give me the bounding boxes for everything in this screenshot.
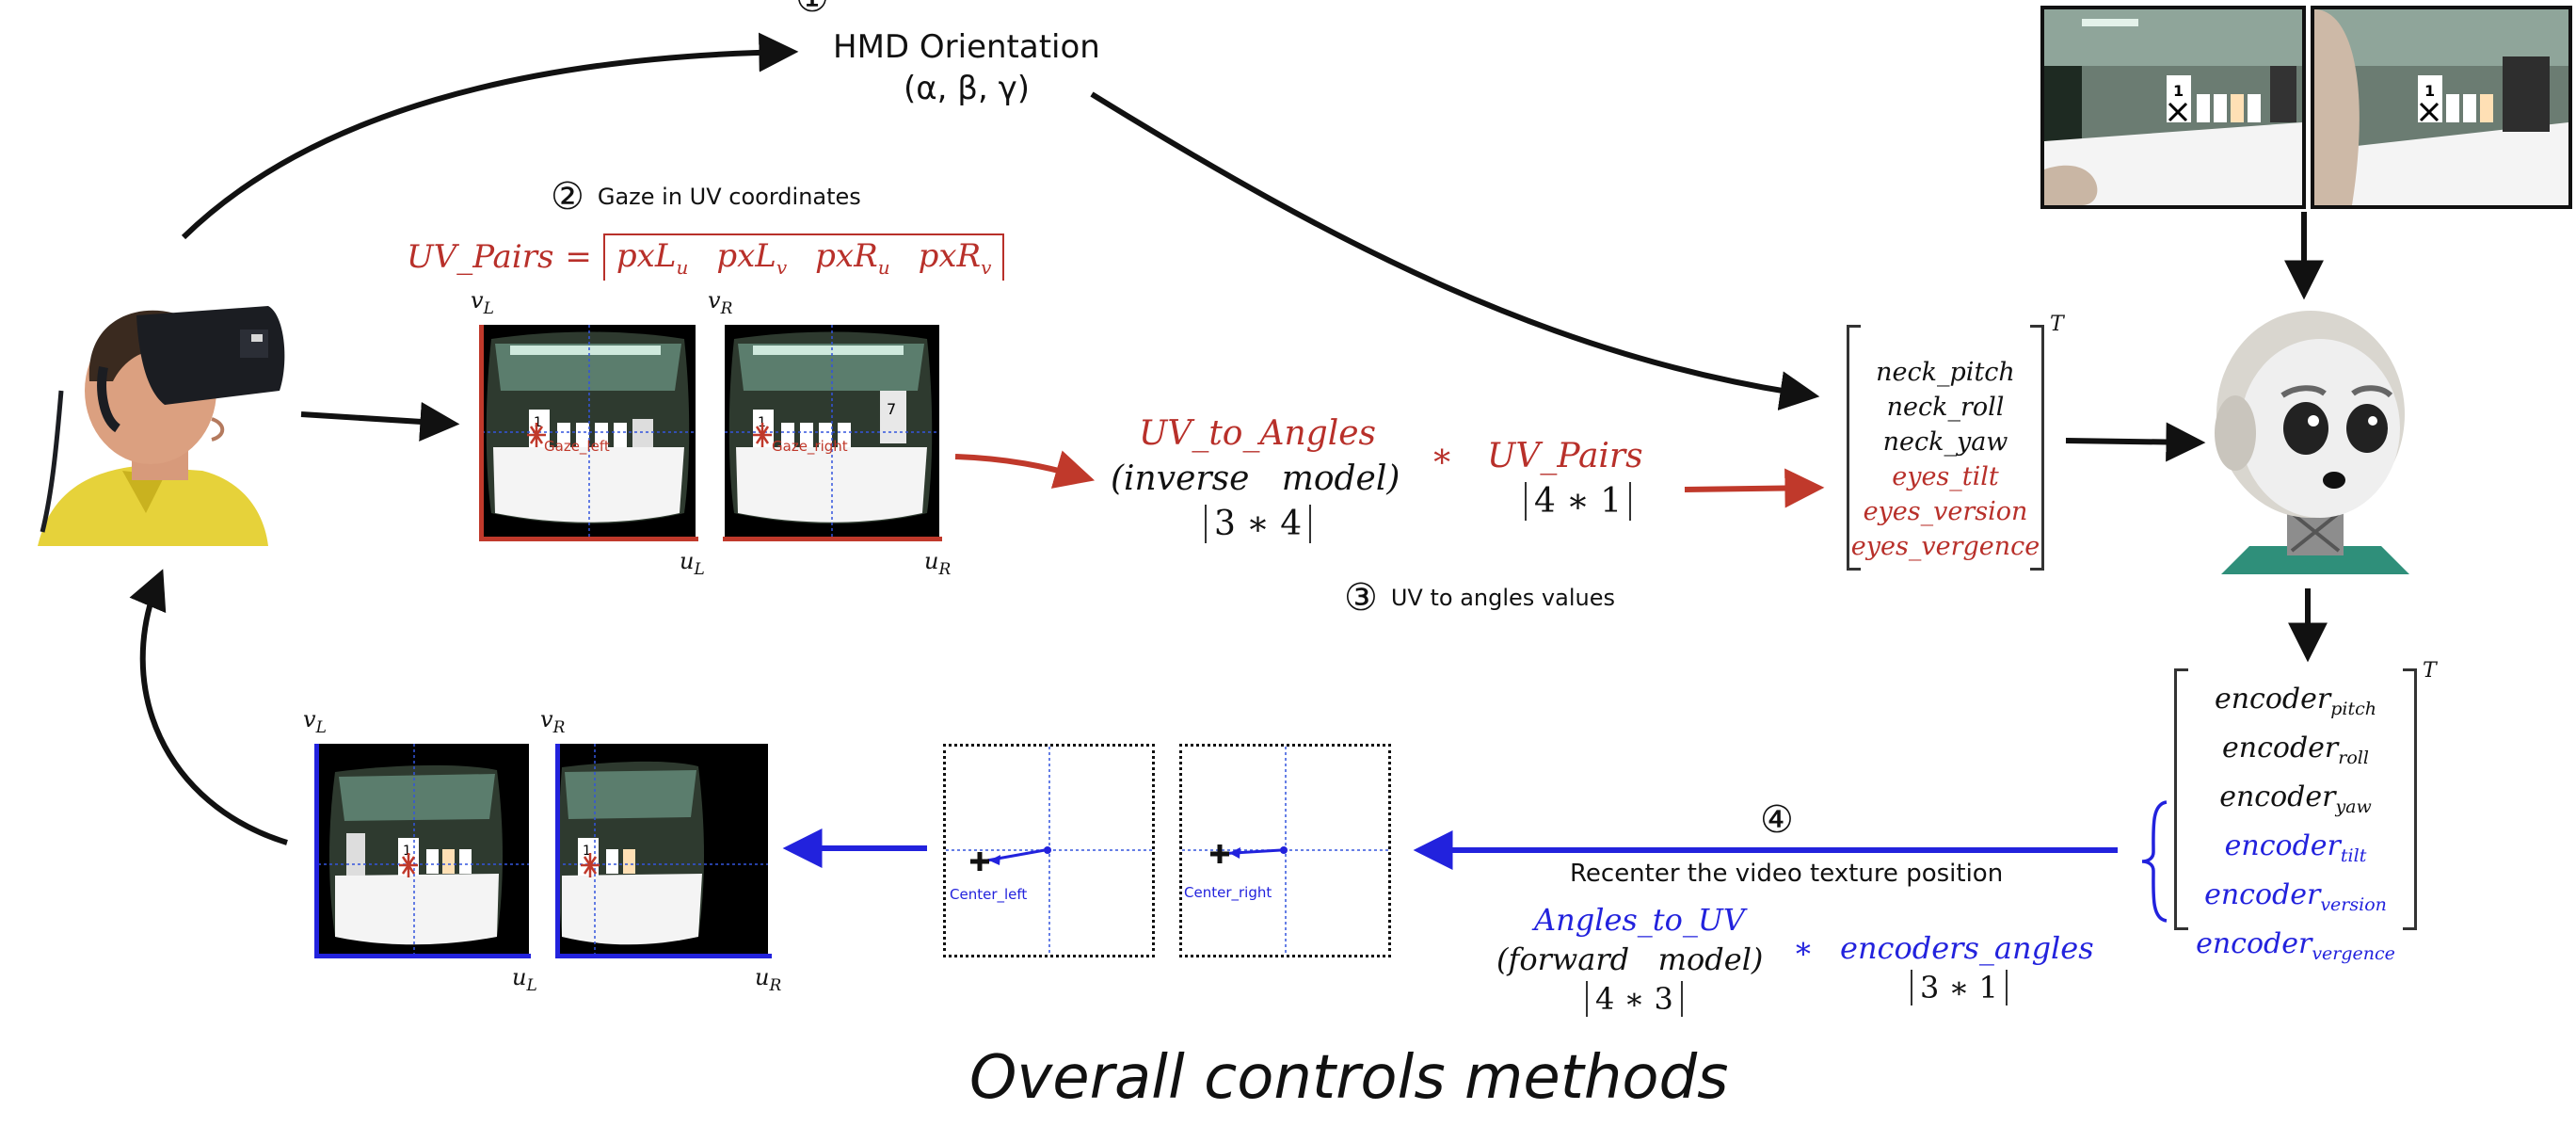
top-right-u-axis bbox=[723, 537, 942, 541]
step1-number: ① bbox=[795, 0, 829, 21]
recentered-right-image: 1 bbox=[557, 744, 768, 954]
arrow-person-to-hmd bbox=[181, 32, 799, 240]
hmd-orientation-title: HMD Orientation bbox=[833, 28, 1100, 66]
robot-left-target-num: 1 bbox=[2173, 82, 2184, 100]
robot-head-photo bbox=[2215, 311, 2409, 574]
encoder-vergence: encodervergence bbox=[2196, 927, 2395, 964]
robot-left-camera: 1 bbox=[2040, 6, 2306, 209]
bottom-right-target-num: 1 bbox=[583, 844, 591, 859]
bottom-left-target-num: 1 bbox=[403, 844, 411, 859]
uv-pairs-operand: UV_Pairs bbox=[1487, 437, 1643, 475]
uv-multiply-op: ∗ bbox=[1431, 437, 1454, 475]
arrow-neck-to-robot bbox=[2065, 422, 2206, 462]
arrow-hmd-to-neck bbox=[1090, 91, 1820, 410]
eyes-tilt: eyes_tilt bbox=[1892, 462, 1999, 491]
encoder-version: encoderversion bbox=[2204, 878, 2387, 915]
uv-to-angles-dims: 3 ∗ 4 bbox=[1205, 505, 1312, 543]
step2-label: Gaze in UV coordinates bbox=[597, 184, 861, 210]
center-left-box: Center_left bbox=[943, 744, 1155, 957]
center-right-label: Center_right bbox=[1184, 884, 1272, 901]
robot-right-target-num: 1 bbox=[2424, 82, 2435, 100]
svg-text:7: 7 bbox=[887, 400, 896, 418]
arrow-images-to-person bbox=[129, 569, 288, 845]
neck-transpose: T bbox=[2050, 313, 2064, 336]
bottom-left-v-axis bbox=[314, 744, 319, 958]
angles-multiply-op: ∗ bbox=[1793, 930, 1814, 966]
angles-to-uv-dims: 4 ∗ 3 bbox=[1586, 981, 1683, 1017]
uv-pairs-equation: UV_Pairs = pxLu pxLv pxRu pxRv bbox=[407, 233, 1005, 281]
eyes-vergence: eyes_vergence bbox=[1850, 532, 2040, 561]
top-vL-label: vL bbox=[471, 287, 494, 318]
neck-pitch: neck_pitch bbox=[1876, 358, 2015, 387]
bottom-vR-label: vR bbox=[540, 706, 566, 737]
encoder-transpose: T bbox=[2423, 659, 2437, 683]
bottom-right-u-axis bbox=[555, 954, 772, 958]
gaze-right-image: 1 7 Gaze_right bbox=[725, 325, 939, 539]
top-uR-label: uR bbox=[924, 548, 952, 579]
robot-right-camera: 1 bbox=[2311, 6, 2572, 209]
step3-heading: ③ UV to angles values bbox=[1344, 576, 1615, 619]
step3-number: ③ bbox=[1344, 576, 1378, 619]
step2-number: ② bbox=[551, 175, 584, 218]
uv-pairs-lhs: UV_Pairs bbox=[407, 237, 554, 276]
gaze-left-tag: Gaze_left bbox=[544, 438, 610, 455]
angles-to-uv-block: Angles_to_UV (forward model) 4 ∗ 3 ∗ enc… bbox=[1496, 902, 2094, 1024]
bottom-right-v-axis bbox=[555, 744, 560, 958]
uv-to-angles-name: UV_to_Angles bbox=[1139, 414, 1376, 453]
uv-term-3: pxRu bbox=[815, 237, 890, 279]
encoder-roll: encoderroll bbox=[2222, 732, 2369, 768]
arrow-images-to-uv bbox=[954, 450, 1096, 489]
step3-label: UV to angles values bbox=[1390, 585, 1615, 611]
arrow-person-to-images bbox=[300, 401, 460, 442]
bottom-uL-label: uL bbox=[512, 964, 537, 995]
bottom-vL-label: vL bbox=[303, 706, 327, 737]
neck-roll: neck_roll bbox=[1886, 393, 2005, 422]
uv-pairs-dims: 4 ∗ 1 bbox=[1525, 482, 1632, 521]
bottom-uR-label: uR bbox=[755, 964, 782, 995]
recentered-left-image: 1 bbox=[318, 744, 529, 954]
uv-to-angles-block: UV_to_Angles (inverse model) 3 ∗ 4 ∗ UV_… bbox=[1111, 414, 1694, 565]
center-left-label: Center_left bbox=[950, 886, 1028, 903]
forward-model-label: (forward model) bbox=[1496, 941, 1764, 977]
encoder-brace bbox=[2141, 800, 2168, 923]
encoders-angles-operand: encoders_angles bbox=[1840, 930, 2094, 966]
gaze-right-tag: Gaze_right bbox=[772, 438, 848, 455]
uv-pairs-eq: = bbox=[565, 237, 592, 276]
center-right-box: Center_right bbox=[1179, 744, 1391, 957]
hmd-orientation-angles: (α, β, γ) bbox=[904, 70, 1030, 107]
encoder-pitch: encoderpitch bbox=[2214, 683, 2376, 719]
top-vR-label: vR bbox=[708, 287, 733, 318]
bottom-left-u-axis bbox=[314, 954, 531, 958]
top-left-u-axis bbox=[479, 537, 698, 541]
inverse-model-label: (inverse model) bbox=[1111, 459, 1400, 498]
gaze-left-image: 1 Gaze_left bbox=[482, 325, 696, 539]
encoder-yaw: encoderyaw bbox=[2219, 780, 2372, 817]
top-uL-label: uL bbox=[680, 548, 705, 579]
step2-heading: ② Gaze in UV coordinates bbox=[551, 175, 861, 218]
person-with-hmd-photo bbox=[38, 306, 285, 546]
figure-caption: Overall controls methods bbox=[969, 1043, 1729, 1113]
uv-pairs-bracket: pxLu pxLv pxRu pxRv bbox=[602, 233, 1005, 281]
uv-term-1: pxLu bbox=[616, 237, 689, 279]
step4-label: Recenter the video texture position bbox=[1570, 860, 2004, 888]
step4-number: ④ bbox=[1760, 798, 1794, 842]
neck-yaw: neck_yaw bbox=[1882, 427, 2008, 457]
uv-term-2: pxLv bbox=[716, 237, 788, 279]
arrow-uv-to-neck bbox=[1684, 468, 1825, 508]
svg-text:1: 1 bbox=[534, 415, 542, 430]
encoders-angles-dims: 3 ∗ 1 bbox=[1911, 970, 2008, 1005]
eyes-version: eyes_version bbox=[1863, 497, 2028, 526]
angles-to-uv-name: Angles_to_UV bbox=[1534, 902, 1745, 938]
uv-term-4: pxRv bbox=[918, 237, 992, 279]
top-left-v-axis bbox=[479, 325, 484, 539]
encoder-tilt: encodertilt bbox=[2224, 829, 2367, 866]
encoder-vector: encoderpitch encoderroll encoderyaw enco… bbox=[2174, 668, 2417, 964]
neck-eyes-vector: neck_pitch neck_roll neck_yaw eyes_tilt … bbox=[1847, 325, 2044, 571]
